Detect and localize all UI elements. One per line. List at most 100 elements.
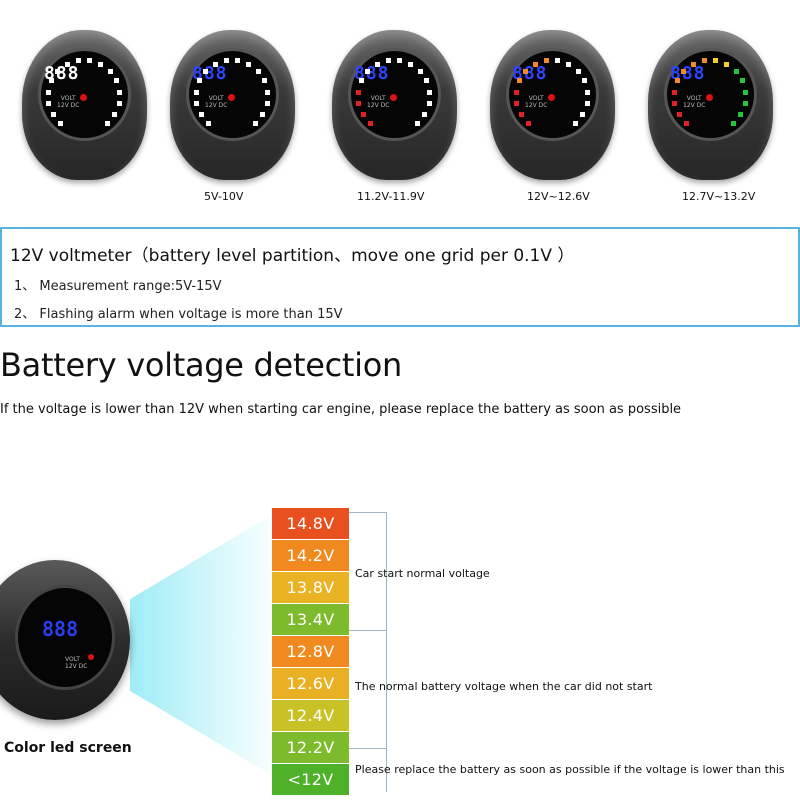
led-segment: [740, 78, 746, 84]
led-segment: [58, 121, 64, 127]
led-segment: [572, 121, 578, 127]
led-segment: [385, 57, 391, 63]
page-heading: Battery voltage detection: [0, 346, 402, 384]
indicator-dot: [80, 94, 87, 101]
led-segment: [518, 112, 524, 118]
led-segment: [235, 57, 241, 63]
led-segment: [514, 101, 520, 107]
range-label: 11.2V-11.9V: [357, 190, 425, 203]
voltage-scale: 14.8V 14.2V 13.8V 13.4V 12.8V 12.6V 12.4…: [272, 508, 349, 796]
led-segment: [690, 61, 696, 67]
indicator-dot: [88, 654, 94, 660]
voltmeter-12-7v: 888 VOLT 12V DC: [648, 30, 773, 180]
led-segment: [422, 112, 428, 118]
led-segment: [426, 101, 432, 107]
led-segment: [46, 101, 52, 107]
led-segment: [246, 61, 252, 67]
meter-face: [664, 48, 757, 141]
meter-unit: VOLT 12V DC: [57, 95, 80, 109]
led-segment: [116, 101, 122, 107]
led-segment: [87, 57, 93, 63]
led-segment: [513, 89, 519, 95]
led-segment: [523, 68, 529, 74]
led-segment: [252, 121, 258, 127]
led-segment: [55, 68, 61, 74]
bracket-line: [349, 748, 387, 749]
led-segment: [676, 112, 682, 118]
info-box: 12V voltmeter（battery level partition、mo…: [0, 227, 800, 327]
page-subheading: If the voltage is lower than 12V when st…: [0, 402, 682, 417]
led-segment: [397, 57, 403, 63]
led-segment: [114, 78, 120, 84]
led-segment: [64, 61, 70, 67]
color-led-screen-label: Color led screen: [4, 740, 132, 756]
led-segment: [684, 121, 690, 127]
led-segment: [107, 68, 113, 74]
led-segment: [582, 78, 588, 84]
led-segment: [193, 89, 199, 95]
led-segment: [198, 112, 204, 118]
led-segment: [742, 101, 748, 107]
scale-note: Please replace the battery as soon as po…: [355, 763, 785, 776]
led-segment: [585, 89, 591, 95]
indicator-dot: [390, 94, 397, 101]
indicator-dot: [706, 94, 713, 101]
indicator-dot: [228, 94, 235, 101]
meter-unit: VOLT 12V DC: [367, 95, 390, 109]
led-segment: [356, 101, 362, 107]
voltmeter-5-10v: 888 VOLT 12V DC: [170, 30, 295, 180]
led-segment: [671, 89, 677, 95]
bracket-line: [349, 512, 387, 513]
scale-note: The normal battery voltage when the car …: [355, 680, 653, 693]
led-segment: [50, 112, 56, 118]
led-segment: [112, 112, 118, 118]
led-segment: [358, 78, 364, 84]
scale-cell: 14.2V: [272, 540, 349, 571]
scale-cell: 12.8V: [272, 636, 349, 667]
range-label: 12V~12.6V: [527, 190, 590, 203]
bracket-line: [386, 512, 387, 630]
led-segment: [681, 68, 687, 74]
led-segment: [48, 78, 54, 84]
led-segment: [674, 78, 680, 84]
led-segment: [374, 61, 380, 67]
scale-cell: <12V: [272, 764, 349, 795]
info-title: 12V voltmeter（battery level partition、mo…: [10, 246, 575, 266]
meter-row: 888 VOLT 12V DC 888 VOLT 12V DC 888 VOLT…: [0, 0, 800, 215]
led-segment: [196, 78, 202, 84]
led-segment: [117, 89, 123, 95]
scale-cell: 12.4V: [272, 700, 349, 731]
led-segment: [543, 57, 549, 63]
led-segment: [733, 68, 739, 74]
led-segment: [75, 57, 81, 63]
led-segment: [724, 61, 730, 67]
meter-reading: 888: [42, 617, 79, 641]
led-segment: [730, 121, 736, 127]
led-segment: [264, 101, 270, 107]
led-segment: [260, 112, 266, 118]
led-segment: [713, 57, 719, 63]
voltmeter-11-2v: 888 VOLT 12V DC: [332, 30, 457, 180]
led-segment: [580, 112, 586, 118]
led-segment: [368, 121, 374, 127]
led-segment: [743, 89, 749, 95]
led-segment: [223, 57, 229, 63]
range-label: 12.7V~13.2V: [682, 190, 756, 203]
scale-cell: 12.2V: [272, 732, 349, 763]
led-segment: [255, 68, 261, 74]
led-segment: [360, 112, 366, 118]
led-segment: [212, 61, 218, 67]
meter-face: [15, 585, 115, 690]
meter-unit: VOLT 12V DC: [525, 95, 548, 109]
led-segment: [417, 68, 423, 74]
meter-unit: VOLT 12V DC: [65, 656, 88, 670]
led-segment: [206, 121, 212, 127]
led-segment: [526, 121, 532, 127]
range-label: 5V-10V: [204, 190, 244, 203]
scale-cell: 13.8V: [272, 572, 349, 603]
led-segment: [555, 57, 561, 63]
scale-cell: 13.4V: [272, 604, 349, 635]
led-segment: [414, 121, 420, 127]
led-segment: [424, 78, 430, 84]
bracket-line: [386, 748, 387, 792]
